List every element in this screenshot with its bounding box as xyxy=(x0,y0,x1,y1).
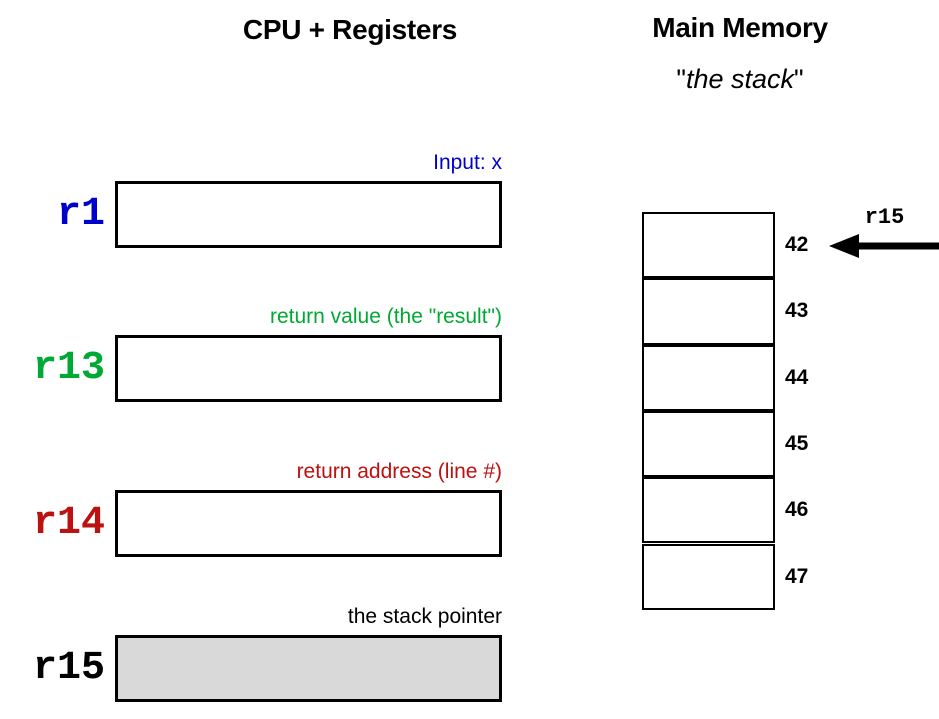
subheading-stack-text: the stack xyxy=(685,64,795,94)
memory-address-label: 47 xyxy=(785,564,809,588)
register-box-r15[interactable] xyxy=(115,635,502,702)
memory-address-label: 46 xyxy=(785,498,809,522)
register-caption-r14: return address (line #) xyxy=(296,460,502,483)
memory-address-label: 45 xyxy=(785,431,809,455)
stack-pointer-label: r15 xyxy=(864,205,905,230)
memory-cell[interactable] xyxy=(642,477,775,544)
register-name-r15: r15 xyxy=(32,646,105,691)
memory-cell[interactable] xyxy=(642,543,775,610)
memory-address-label: 44 xyxy=(785,365,809,389)
register-name-r1: r1 xyxy=(56,192,105,237)
register-row-r14: r14 return address (line #) xyxy=(0,457,520,557)
register-row-r15: r15 the stack pointer xyxy=(0,602,520,702)
register-name-r14: r14 xyxy=(32,501,105,546)
register-caption-r15: the stack pointer xyxy=(347,605,502,628)
memory-cell[interactable] xyxy=(642,278,775,345)
register-name-r13: r13 xyxy=(32,346,105,391)
arrow-left-icon xyxy=(829,234,939,258)
cpu-registers-heading: CPU + Registers xyxy=(242,14,458,45)
main-memory-heading: Main Memory xyxy=(652,12,828,43)
memory-address-label: 43 xyxy=(785,299,809,323)
register-row-r1: r1 Input: x xyxy=(0,148,520,248)
register-box-r1[interactable] xyxy=(115,181,502,248)
memory-stack: 42 43 44 45 46 47 xyxy=(642,212,808,610)
memory-cell[interactable] xyxy=(642,410,775,478)
stack-pointer-annotation: r15 xyxy=(829,205,939,265)
register-caption-r13: return value (the "result") xyxy=(269,305,502,328)
register-caption-r1: Input: x xyxy=(433,151,502,174)
main-memory-subheading: "the stack" xyxy=(575,64,905,95)
register-box-r14[interactable] xyxy=(115,490,502,557)
subheading-close-quote: " xyxy=(794,64,804,94)
memory-cell[interactable] xyxy=(642,344,775,411)
subheading-open-quote: " xyxy=(676,64,686,94)
register-box-r13[interactable] xyxy=(115,335,502,402)
memory-address-label: 42 xyxy=(785,233,809,256)
memory-cell[interactable] xyxy=(642,212,775,279)
register-row-r13: r13 return value (the "result") xyxy=(0,302,520,402)
